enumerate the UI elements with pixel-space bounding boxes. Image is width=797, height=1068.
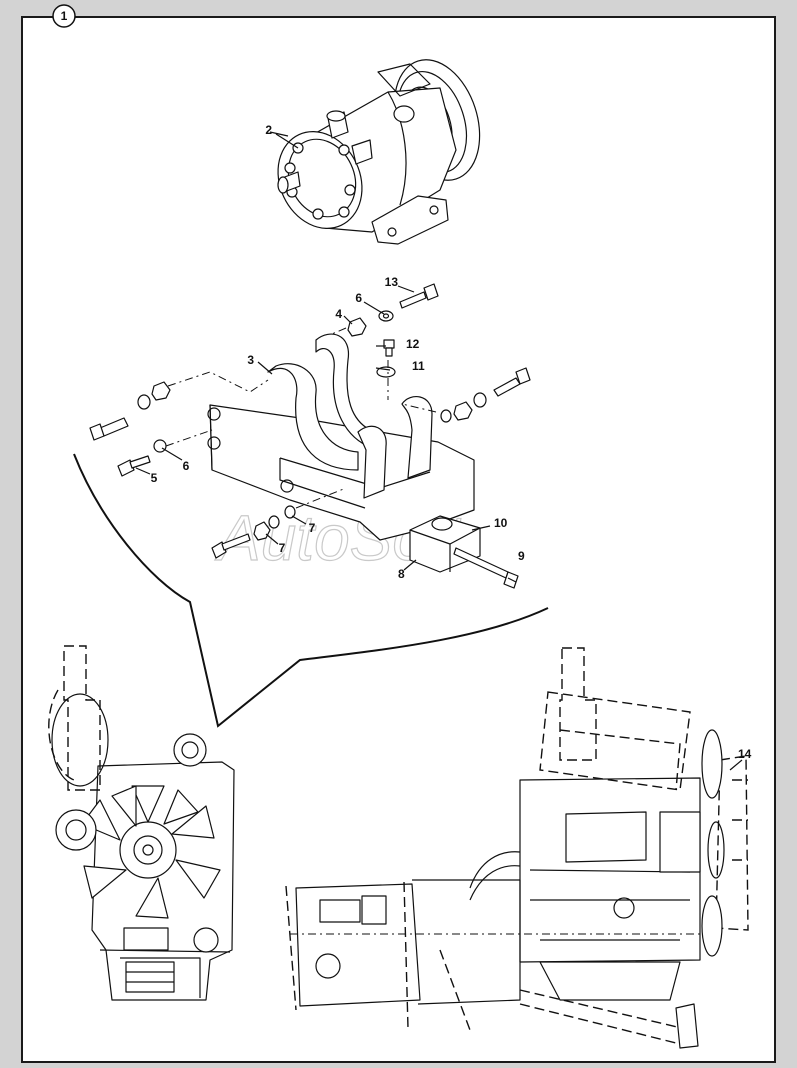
ac-compressor <box>269 59 481 245</box>
callout-6-upper: 6 <box>355 291 362 305</box>
callout-3: 3 <box>247 353 254 367</box>
callout-5: 5 <box>151 471 158 485</box>
callout-12: 12 <box>406 337 420 351</box>
callout-13: 13 <box>385 275 399 289</box>
callout-4: 4 <box>335 307 342 321</box>
detail-balloon-outline <box>73 453 549 728</box>
sheet-number: 1 <box>61 9 68 23</box>
callout-2: 2 <box>265 123 272 137</box>
callout-9: 9 <box>518 549 525 563</box>
leader-lines <box>135 133 743 771</box>
engine-front-view <box>48 645 235 1001</box>
callout-10: 10 <box>494 516 508 530</box>
compressor-bracket-assembly <box>207 333 481 573</box>
callout-11: 11 <box>412 359 425 373</box>
callout-8: 8 <box>398 567 405 581</box>
callout-7-lower: 7 <box>279 541 286 555</box>
engine-side-view <box>285 647 749 1049</box>
callout-14: 14 <box>738 747 752 761</box>
callout-7-upper: 7 <box>309 521 316 535</box>
callout-labels: 2 13 6 4 12 3 11 5 6 7 7 10 9 8 14 <box>151 123 752 761</box>
callout-6-lower: 6 <box>183 459 190 473</box>
sheet-number-badge: 1 <box>52 4 76 28</box>
